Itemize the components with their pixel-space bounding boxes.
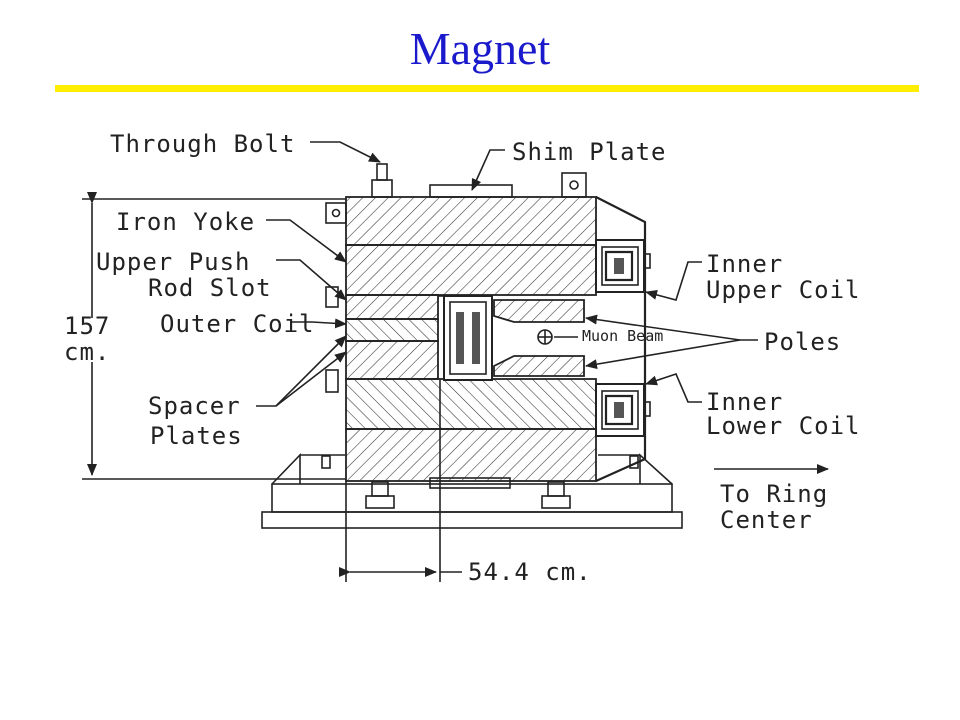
through-bolt — [371, 163, 393, 198]
height-value-label: 157 — [64, 312, 110, 340]
poles — [493, 299, 585, 377]
height-unit-label: cm. — [64, 338, 110, 366]
iron-yoke-label: Iron Yoke — [116, 208, 255, 236]
height-dimension — [82, 192, 346, 480]
inner-lower-label-2: Lower Coil — [706, 412, 861, 440]
width-dimension — [339, 380, 462, 582]
to-ring-label: To Ring — [720, 480, 828, 508]
slide-title: Magnet — [409, 23, 551, 74]
iron-yoke — [345, 196, 647, 483]
plates-label: Plates — [150, 422, 243, 450]
poles-label: Poles — [764, 328, 841, 356]
leader-lines — [256, 141, 829, 474]
title-underline — [55, 85, 919, 92]
shim-plate — [429, 184, 513, 198]
rod-slot-label: Rod Slot — [148, 274, 272, 302]
magnet-base — [261, 453, 683, 529]
through-bolt-label: Through Bolt — [110, 130, 295, 158]
muon-beam-label: Muon Beam — [582, 327, 663, 345]
inner-upper-label-2: Upper Coil — [706, 276, 861, 304]
outer-coil — [438, 295, 493, 381]
muon-beam-marker — [537, 329, 578, 345]
spacer-label: Spacer — [148, 392, 241, 420]
width-dimension-label: 54.4 cm. — [468, 558, 592, 586]
shim-plate-label: Shim Plate — [512, 138, 667, 166]
center-label: Center — [720, 506, 813, 534]
inner-upper-label-1: Inner — [706, 250, 783, 278]
inner-lower-coil — [595, 383, 651, 437]
outer-coil-label: Outer Coil — [160, 310, 315, 338]
upper-push-label: Upper Push — [96, 248, 251, 276]
inner-upper-coil — [595, 239, 651, 293]
inner-lower-label-1: Inner — [706, 388, 783, 416]
